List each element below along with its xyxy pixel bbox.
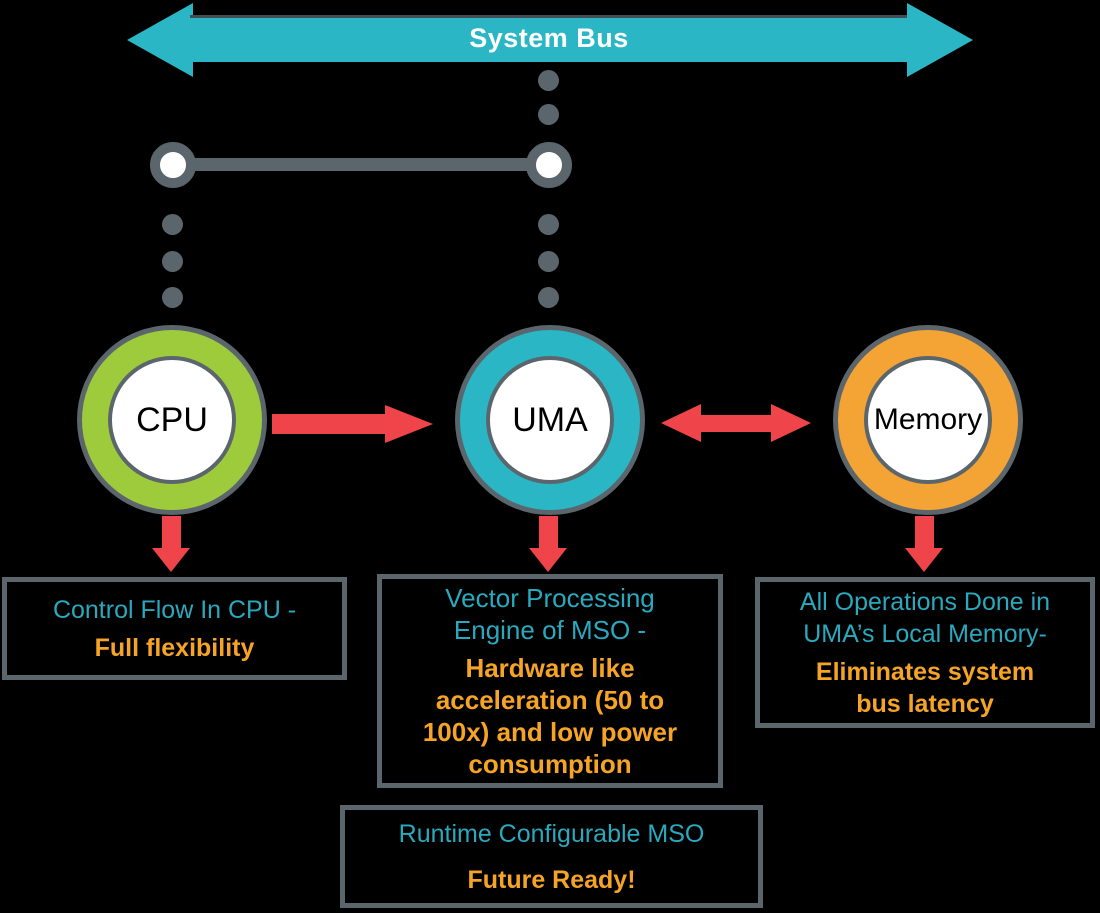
cpu-note-box: Control Flow In CPU - Full flexibility [2, 577, 347, 680]
memory-node: Memory [833, 325, 1023, 515]
note-line: consumption [468, 749, 632, 779]
note-line: Engine of MSO - [453, 615, 647, 645]
note-line: All Operations Done in [799, 587, 1051, 616]
note-orange-text: Hardware like acceleration (50 to 100x) … [423, 652, 677, 780]
dotted-line-dot [538, 214, 559, 235]
arrow-stem [272, 414, 386, 434]
note-orange-text: Eliminates system bus latency [816, 656, 1034, 720]
arrowhead-down-icon [529, 548, 567, 572]
bus-body [190, 15, 908, 62]
note-line: Full flexibility [94, 633, 255, 662]
note-line: Vector Processing [445, 583, 655, 613]
dotted-line-dot [538, 287, 559, 308]
note-line: bus latency [856, 689, 994, 718]
note-orange-text: Future Ready! [467, 864, 635, 896]
note-teal-text: Runtime Configurable MSO [399, 818, 705, 850]
dotted-line-dot [162, 287, 183, 308]
cpu-node-label: CPU [136, 400, 208, 439]
memory-node-label: Memory [873, 403, 983, 436]
note-line: Control Flow In CPU - [52, 595, 297, 624]
uma-node-label: UMA [512, 400, 588, 439]
note-line: Hardware like [465, 653, 635, 683]
arrow-stem [539, 516, 558, 549]
memory-node-face: Memory [864, 356, 992, 484]
connector-terminal-left [150, 142, 196, 188]
arrowhead-down-icon [152, 548, 190, 572]
bus-arrowhead-right-icon [907, 3, 973, 77]
arrowhead-left-icon [661, 404, 701, 442]
system-bus-label: System Bus [469, 23, 629, 53]
note-line: Future Ready! [467, 865, 636, 894]
note-line: Eliminates system [815, 657, 1035, 686]
cpu-node-face: CPU [108, 356, 236, 484]
arrow-stem [915, 516, 934, 549]
note-line: Runtime Configurable MSO [398, 819, 705, 848]
note-teal-text: Control Flow In CPU - [53, 594, 296, 626]
dotted-line-dot [162, 214, 183, 235]
memory-note-box: All Operations Done in UMA’s Local Memor… [755, 577, 1095, 728]
arrowhead-right-icon [771, 404, 811, 442]
note-line: UMA’s Local Memory- [803, 619, 1047, 648]
connector-terminal-right [526, 142, 572, 188]
arrowhead-right-icon [385, 405, 433, 443]
dotted-line-dot [538, 251, 559, 272]
arrow-stem [162, 516, 181, 549]
dotted-line-dot [162, 251, 183, 272]
cpu-node: CPU [77, 325, 267, 515]
note-line: 100x) and low power [422, 717, 678, 747]
note-teal-text: All Operations Done in UMA’s Local Memor… [800, 586, 1050, 650]
connector-line [173, 158, 549, 171]
uma-node: UMA [455, 325, 645, 515]
arrow-stem [698, 415, 774, 432]
note-teal-text: Vector Processing Engine of MSO - [445, 582, 655, 646]
note-orange-text: Full flexibility [95, 632, 255, 664]
uma-note-box: Vector Processing Engine of MSO - Hardwa… [377, 574, 723, 788]
note-line: acceleration (50 to [435, 685, 665, 715]
dotted-line-dot [538, 70, 559, 91]
uma-node-face: UMA [486, 356, 614, 484]
dotted-line-dot [538, 104, 559, 125]
bus-arrowhead-left-icon [127, 3, 193, 77]
arrowhead-down-icon [905, 548, 943, 572]
footer-note-box: Runtime Configurable MSO Future Ready! [340, 805, 763, 908]
